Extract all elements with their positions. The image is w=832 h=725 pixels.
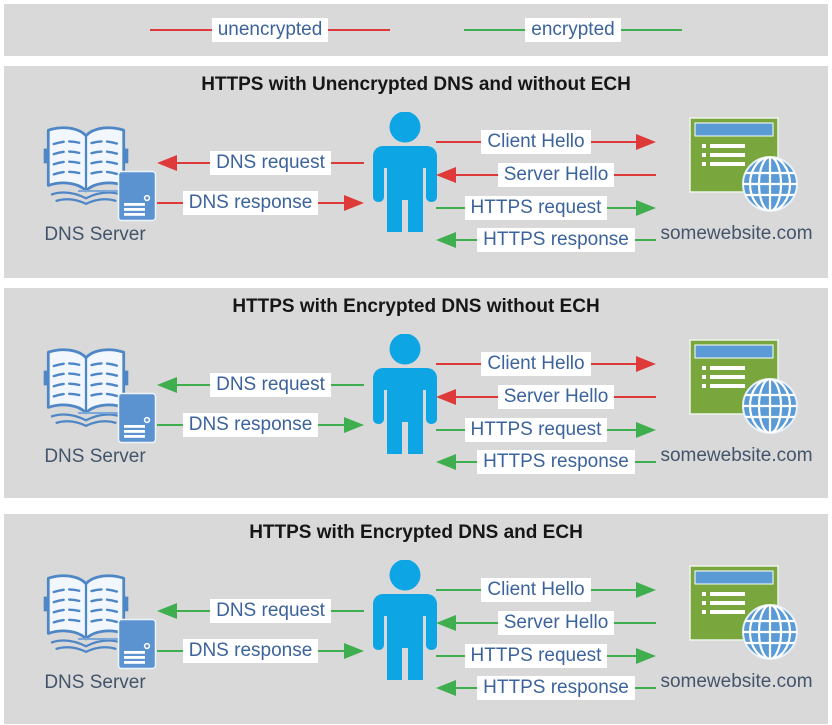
panel-title: HTTPS with Encrypted DNS and ECH [249,522,583,543]
arrowhead-left-icon [436,167,456,183]
server-tower-icon [117,618,157,670]
arrowhead-right-icon [636,134,656,150]
server-tower-icon [117,392,157,444]
panel-title: HTTPS with Encrypted DNS without ECH [232,296,600,317]
legend-label-encrypted: encrypted [525,17,621,43]
book-server-connector [78,638,122,640]
arrowhead-left-icon [436,232,456,248]
encrypted-line [464,29,526,31]
panel-encrypted-dns-no-ech: HTTPS with Encrypted DNS without ECH [4,288,828,498]
website-icon [689,565,798,660]
dns-response-arrow: DNS response [157,412,364,438]
legend-bar: unencrypted encrypted [4,4,828,56]
arrow-label: HTTPS response [477,675,635,701]
server-hello-arrow: Server Hello [436,384,657,410]
client-hello-arrow: Client Hello [436,577,656,603]
arrowhead-right-icon [636,648,656,664]
user-icon [373,560,437,680]
dns-server-label: DNS Server [44,446,146,467]
https-request-arrow: HTTPS request [436,417,656,443]
legend-label-unencrypted: unencrypted [211,17,329,43]
panel-encrypted-dns-with-ech: HTTPS with Encrypted DNS and ECH [4,514,828,724]
arrowhead-left-icon [436,454,456,470]
https-arrows-group: Client Hello Server Hello HTTPS request … [436,288,657,498]
arrow-label: Server Hello [497,610,615,636]
arrowhead-left-icon [157,603,177,619]
arrow-label: HTTPS request [464,195,608,221]
arrow-label: HTTPS request [464,643,608,669]
encrypted-line [620,29,683,31]
dns-arrows-group: DNS request DNS response [157,288,364,498]
website-label: somewebsite.com [660,445,813,466]
dns-request-arrow: DNS request [157,372,364,398]
client-hello-arrow: Client Hello [436,351,656,377]
arrow-label: DNS response [182,190,319,216]
arrow-label: DNS request [210,372,331,398]
https-request-arrow: HTTPS request [436,643,656,669]
website-icon [689,339,798,434]
server-tower-icon [117,170,157,222]
arrow-label: HTTPS response [477,449,635,475]
server-hello-arrow: Server Hello [436,610,657,636]
arrowhead-left-icon [157,377,177,393]
arrow-label: DNS request [210,150,331,176]
user-icon [373,334,437,454]
unencrypted-line [150,29,212,31]
arrow-label: Client Hello [481,577,591,603]
https-request-arrow: HTTPS request [436,195,656,221]
book-server-connector [78,190,122,192]
dns-response-arrow: DNS response [157,638,364,664]
client-hello-arrow: Client Hello [436,129,656,155]
https-response-arrow: HTTPS response [436,449,657,475]
arrowhead-left-icon [436,389,456,405]
arrowhead-right-icon [344,417,364,433]
website-icon [689,117,798,212]
server-hello-arrow: Server Hello [436,162,657,188]
panel-title: HTTPS with Unencrypted DNS and without E… [201,74,631,95]
arrow-label: HTTPS response [477,227,635,253]
unencrypted-line [328,29,391,31]
dns-arrows-group: DNS request DNS response [157,66,364,278]
arrow-label: Client Hello [481,129,591,155]
dns-request-arrow: DNS request [157,598,364,624]
arrowhead-right-icon [344,195,364,211]
https-response-arrow: HTTPS response [436,675,657,701]
website-label: somewebsite.com [660,671,813,692]
user-icon [373,112,437,232]
arrowhead-right-icon [344,643,364,659]
arrowhead-right-icon [636,582,656,598]
arrow-label: DNS response [182,638,319,664]
legend-item-encrypted: encrypted [464,17,683,43]
dns-book-icon [43,126,129,206]
dns-server-label: DNS Server [44,224,146,245]
website-label: somewebsite.com [660,223,813,244]
arrowhead-right-icon [636,422,656,438]
https-arrows-group: Client Hello Server Hello HTTPS request … [436,514,657,724]
https-arrows-group: Client Hello Server Hello HTTPS request … [436,66,657,278]
arrowhead-left-icon [157,155,177,171]
arrow-label: HTTPS request [464,417,608,443]
dns-response-arrow: DNS response [157,190,364,216]
arrowhead-right-icon [636,200,656,216]
arrowhead-right-icon [636,356,656,372]
panel-unencrypted-dns-no-ech: HTTPS with Unencrypted DNS and without E… [4,66,828,278]
dns-request-arrow: DNS request [157,150,364,176]
arrow-label: DNS response [182,412,319,438]
arrow-label: Client Hello [481,351,591,377]
arrow-label: DNS request [210,598,331,624]
dns-arrows-group: DNS request DNS response [157,514,364,724]
https-response-arrow: HTTPS response [436,227,657,253]
dns-book-icon [43,574,129,654]
arrow-label: Server Hello [497,384,615,410]
arrow-label: Server Hello [497,162,615,188]
arrowhead-left-icon [436,615,456,631]
book-server-connector [78,412,122,414]
arrowhead-left-icon [436,680,456,696]
legend-item-unencrypted: unencrypted [150,17,391,43]
dns-server-label: DNS Server [44,672,146,693]
